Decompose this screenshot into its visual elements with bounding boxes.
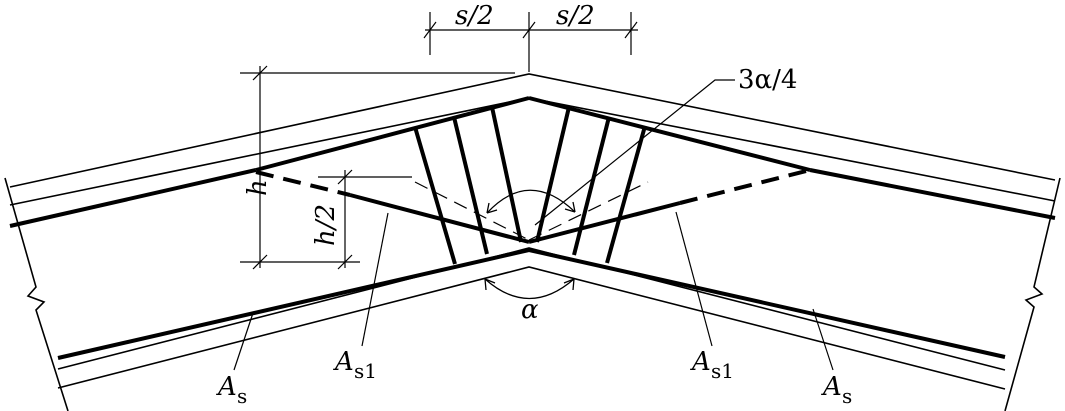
label-as-left: A s xyxy=(216,372,247,408)
stirrup-6 xyxy=(605,125,647,264)
as1-left-dashed xyxy=(255,170,351,197)
cover-lines xyxy=(9,97,1056,371)
stirrup-3 xyxy=(490,106,523,243)
top-bar-inner-right xyxy=(528,96,811,172)
as1-left-solid xyxy=(349,193,530,244)
stirrup-5 xyxy=(572,116,611,256)
beam-bottom-edge xyxy=(57,266,1006,390)
arrow-3a4-right xyxy=(564,201,576,213)
leader-as1-left xyxy=(361,212,389,347)
label-as-right-main: A xyxy=(821,372,842,402)
dim-s-tick-mid xyxy=(522,21,536,39)
leader-as1-right xyxy=(675,211,713,347)
arrow-alpha-left xyxy=(484,278,496,291)
as1-right-dashed xyxy=(679,168,811,205)
top-main-bar-right xyxy=(809,168,1056,220)
label-three-quarter-alpha: 3α/4 xyxy=(738,65,797,95)
stirrup-2 xyxy=(452,116,489,255)
beam-outline xyxy=(4,73,1061,411)
dim-h2-tick-bottom xyxy=(337,254,353,270)
bottom-main-bar xyxy=(57,247,1006,360)
label-as1-right: A s1 xyxy=(690,347,734,383)
label-as-left-sub: s xyxy=(237,384,247,408)
label-h: h xyxy=(243,179,273,196)
top-main-bar-left xyxy=(9,168,257,228)
leader-3a4 xyxy=(534,79,735,226)
label-as-right: A s xyxy=(821,372,852,408)
arrow-alpha-right xyxy=(563,278,575,291)
beam-top-edge xyxy=(9,73,1056,188)
label-h-half: h/2 xyxy=(311,204,341,246)
arc-three-quarter-alpha xyxy=(486,189,576,214)
label-as1-right-sub: s1 xyxy=(711,359,734,383)
label-s-half-right: s/2 xyxy=(556,1,595,31)
dim-h2-tick-top xyxy=(337,169,353,185)
label-as1-left-main: A xyxy=(333,347,354,377)
label-as1-left-sub: s1 xyxy=(354,359,377,383)
leader-lines xyxy=(233,79,834,371)
label-as-right-sub: s xyxy=(842,384,852,408)
arrow-3a4-left xyxy=(486,202,498,214)
leader-as-right xyxy=(812,308,834,371)
label-s-half-left: s/2 xyxy=(455,1,494,31)
label-alpha: α xyxy=(521,295,539,325)
dim-s-tick-left xyxy=(423,21,437,39)
left-break-line xyxy=(4,177,69,411)
dimensions xyxy=(240,12,638,270)
label-as1-left: A s1 xyxy=(333,347,377,383)
top-bar-inner-left xyxy=(255,96,530,172)
dim-s-tick-right xyxy=(624,21,638,39)
label-as-left-main: A xyxy=(216,372,237,402)
arc-alpha xyxy=(484,278,575,299)
dim-h-tick-bottom xyxy=(252,254,268,270)
right-break-line xyxy=(1004,177,1061,411)
label-as1-right-main: A xyxy=(690,347,711,377)
stirrup-4 xyxy=(535,106,571,243)
as1-right-solid xyxy=(528,201,681,244)
construction-lines xyxy=(414,181,649,241)
as1-bars xyxy=(255,168,811,244)
angle-arcs xyxy=(484,189,576,299)
leader-as-left xyxy=(233,312,254,371)
dashed-bisector-right xyxy=(528,181,649,241)
main-bars xyxy=(9,96,1056,360)
stirrup-1 xyxy=(413,126,457,265)
dim-h-tick-top xyxy=(252,65,268,81)
